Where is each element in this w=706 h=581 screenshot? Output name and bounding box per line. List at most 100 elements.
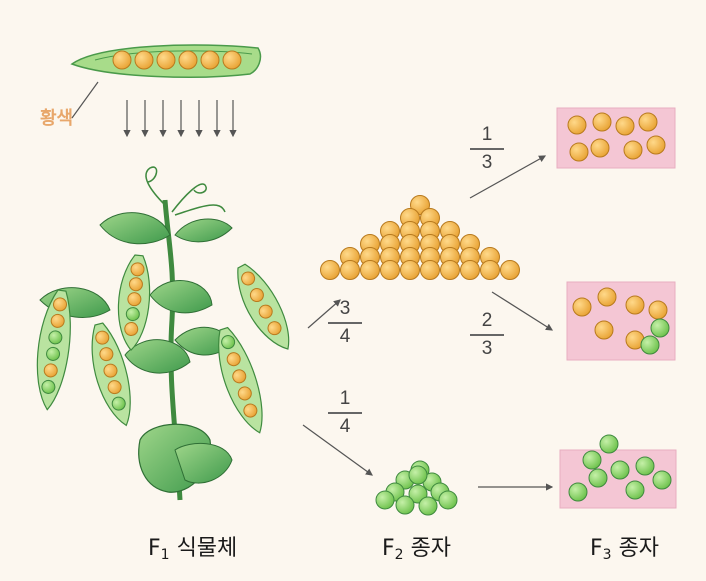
yellow-seed (460, 260, 480, 280)
pea-pod (70, 44, 262, 119)
arrow-to-f3-yellow (469, 155, 547, 199)
plant-pods (36, 254, 290, 434)
yellow-seed (625, 295, 645, 315)
yellow-seed (594, 320, 614, 340)
ratio-f2-green: 1 4 (328, 388, 362, 438)
pod-seed (99, 347, 114, 362)
pod-seed (258, 304, 273, 319)
pea-plant (36, 166, 290, 501)
pod-seed (226, 352, 241, 367)
yellow-seed (590, 138, 610, 158)
pod-seed (249, 288, 264, 303)
ratio-den: 4 (339, 325, 351, 347)
green-seed (438, 490, 458, 510)
yellow-seed (615, 116, 635, 136)
green-seed (582, 450, 602, 470)
pod-pea (134, 50, 154, 70)
yellow-seed (380, 260, 400, 280)
green-seed (610, 460, 630, 480)
ratio-den: 3 (481, 151, 493, 173)
pod-seed (41, 379, 56, 394)
arrow-to-f3-mixed (491, 291, 554, 331)
green-seed (650, 318, 670, 338)
pod-seed (128, 277, 143, 292)
pod-seed (50, 313, 65, 328)
ratio-f3-mixed: 2 3 (470, 310, 504, 360)
seed-color-label: 황색 (40, 108, 74, 129)
label-f2-seeds: F2 종자 (382, 536, 452, 563)
yellow-seed (648, 300, 668, 320)
pod-seed (221, 335, 236, 350)
fraction-bar (470, 334, 504, 336)
pod-seed (127, 292, 142, 307)
yellow-seed (638, 112, 658, 132)
yellow-seed (597, 287, 617, 307)
yellow-seed (623, 140, 643, 160)
fraction-bar (328, 412, 362, 414)
pod-seeds (112, 50, 242, 70)
pod-seed (95, 330, 110, 345)
green-seed (640, 335, 660, 355)
green-seed (635, 456, 655, 476)
pod-seed (241, 271, 256, 286)
label-f3-seeds: F3 종자 (590, 536, 660, 563)
ratio-num: 2 (481, 310, 493, 331)
pod-seed (46, 346, 61, 361)
pod-pea (200, 50, 220, 70)
pod-seed (232, 369, 247, 384)
green-seed (408, 465, 428, 485)
f2-yellow-seeds (320, 195, 520, 280)
pod-seed (43, 363, 58, 378)
ratio-f2-yellow: 3 4 (328, 298, 362, 348)
green-seed (599, 434, 619, 454)
pod-seed (267, 321, 282, 336)
green-seed (418, 496, 438, 516)
ratio-f3-all-yellow: 1 3 (470, 124, 504, 174)
green-seed (375, 490, 395, 510)
pod-pea (112, 50, 132, 70)
label-f1-plant: F1 식물체 (148, 536, 238, 563)
ratio-den: 3 (481, 337, 493, 359)
yellow-seed (567, 115, 587, 135)
pointer-line (71, 81, 99, 119)
yellow-seed (400, 260, 420, 280)
fraction-bar (470, 148, 504, 150)
ratio-den: 4 (339, 415, 351, 437)
green-seed (588, 468, 608, 488)
pod-seed (111, 396, 126, 411)
pod-seed (237, 386, 252, 401)
light-arrows (123, 100, 237, 138)
yellow-seed (340, 260, 360, 280)
pod-seed (53, 297, 68, 312)
plant-pod (218, 326, 263, 434)
pod-pea (156, 50, 176, 70)
f2-green-seeds (375, 460, 458, 516)
pod-seed (107, 380, 122, 395)
plant-pod (237, 263, 290, 350)
green-seed (568, 482, 588, 502)
yellow-seed (320, 260, 340, 280)
green-seed (652, 470, 672, 490)
pod-seed (103, 363, 118, 378)
green-seed (625, 480, 645, 500)
fraction-bar (328, 322, 362, 324)
ratio-num: 3 (339, 298, 351, 319)
pod-seed (243, 403, 258, 418)
pod-seed (48, 330, 63, 345)
pod-seed (124, 322, 139, 337)
plant-pod (117, 254, 151, 351)
arrow-f1-to-green (302, 424, 373, 476)
pod-pea (178, 50, 198, 70)
yellow-seed (569, 142, 589, 162)
f3-seeds (567, 112, 672, 502)
green-seed (395, 495, 415, 515)
yellow-seed (480, 260, 500, 280)
yellow-seed (592, 112, 612, 132)
yellow-seed (420, 260, 440, 280)
yellow-seed (360, 260, 380, 280)
pod-seed (130, 262, 145, 277)
arrow-f1-to-yellow (307, 299, 341, 329)
plant-pod (91, 322, 131, 427)
yellow-seed (440, 260, 460, 280)
